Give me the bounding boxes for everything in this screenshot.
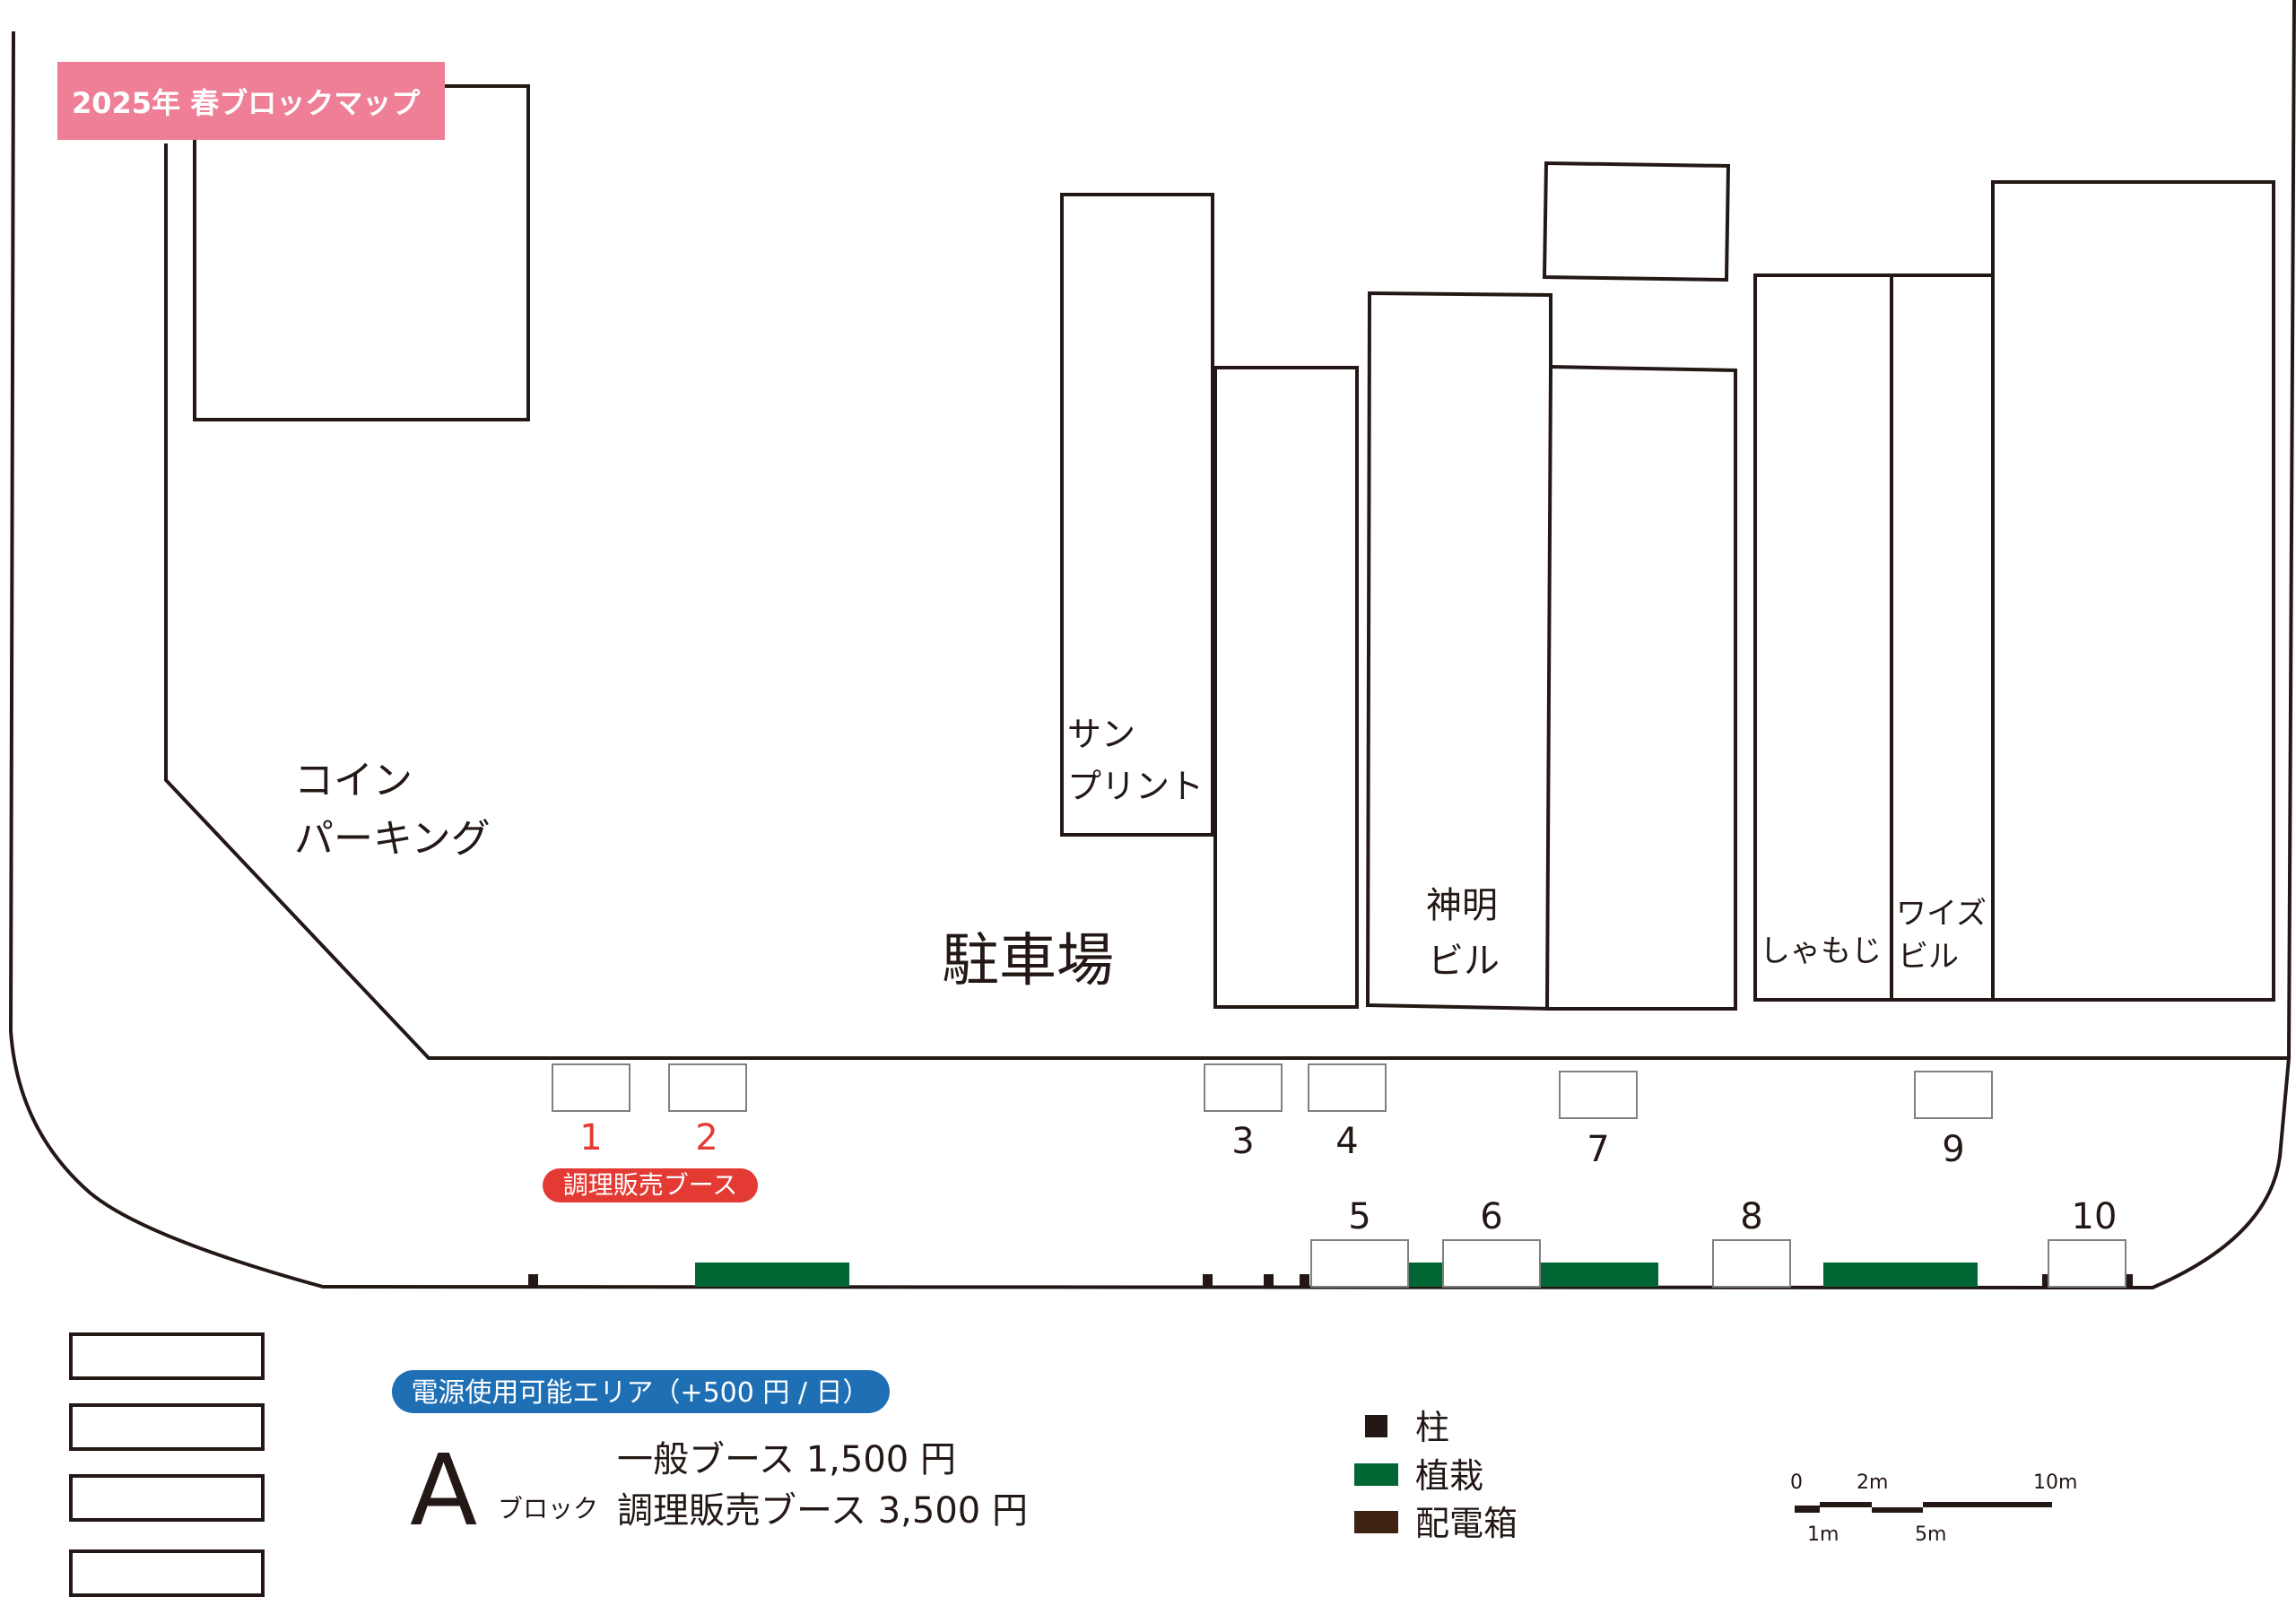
booth-5[interactable] <box>1310 1239 1409 1288</box>
shamoji-label: しゃもじ <box>1760 933 1882 969</box>
scale-label-0: 0 <box>1790 1471 1803 1494</box>
power-area-badge: 電源使用可能エリア（+500 円 / 日） <box>392 1370 890 1413</box>
booth-number-6: 6 <box>1480 1196 1502 1237</box>
booth-3[interactable] <box>1204 1063 1283 1112</box>
booth-4[interactable] <box>1308 1063 1387 1112</box>
sun-print-label-1: サン <box>1067 715 1135 754</box>
pillar-icon <box>1365 1415 1387 1437</box>
coin-parking-boundary <box>164 143 2289 1060</box>
pillar <box>2042 1274 2052 1287</box>
legend-block-boxes <box>69 1332 265 1597</box>
building-small-top <box>1542 161 1731 282</box>
cooking-booth-badge: 調理販売ブース <box>543 1168 758 1202</box>
scale-bar: 0 2m 10m 1m 5m <box>1790 1471 2077 1546</box>
planting <box>695 1263 849 1287</box>
block-box <box>69 1332 265 1380</box>
booth-number-9: 9 <box>1942 1129 1964 1170</box>
booth-number-2: 2 <box>695 1117 718 1159</box>
legend-label-pillar: 柱 <box>1415 1408 1449 1447</box>
booth-9[interactable] <box>1914 1071 1993 1119</box>
booth-number-4: 4 <box>1335 1121 1358 1162</box>
block-letter: A <box>410 1433 477 1548</box>
coin-parking-label-2: パーキング <box>294 816 491 862</box>
pillar <box>1264 1274 1274 1287</box>
building-top-left <box>193 84 530 421</box>
pillar <box>1300 1274 1309 1287</box>
booth-2[interactable] <box>668 1063 747 1112</box>
booth-number-8: 8 <box>1740 1196 1762 1237</box>
building-right <box>1991 180 2275 1002</box>
booth-8[interactable] <box>1712 1239 1791 1288</box>
booth-7[interactable] <box>1559 1071 1638 1119</box>
booths <box>552 1063 2126 1288</box>
booth-1[interactable] <box>552 1063 631 1112</box>
booth-number-1: 1 <box>579 1117 602 1159</box>
planting <box>1823 1263 1978 1287</box>
distribution-box-icon <box>1354 1511 1398 1533</box>
pillar <box>528 1274 538 1287</box>
block-box <box>69 1549 265 1597</box>
booth-number-5: 5 <box>1348 1196 1370 1237</box>
map-title: 2025年 春ブロックマップ <box>72 86 421 120</box>
building-shamoji <box>1753 273 1893 1002</box>
scale-label-1m: 1m <box>1807 1523 1839 1546</box>
block-box <box>69 1474 265 1522</box>
booth-number-3: 3 <box>1231 1121 1254 1162</box>
waizu-label-2: ビル <box>1898 939 1959 975</box>
cooking-booth-badge-label: 調理販売ブース <box>563 1170 738 1200</box>
scale-label-10m: 10m <box>2033 1471 2077 1494</box>
block-suffix: ブロック <box>498 1494 598 1523</box>
cooking-booth-price: 調理販売ブース 3,500 円 <box>617 1490 1028 1532</box>
legend-label-distribution-box: 配電箱 <box>1415 1504 1518 1543</box>
map-title-badge: 2025年 春ブロックマップ <box>57 62 445 140</box>
building-center-2 <box>1544 364 1737 1011</box>
booth-6[interactable] <box>1442 1239 1541 1288</box>
building-waizu <box>1890 273 1995 1002</box>
building-sun-print <box>1060 193 1214 837</box>
booth-number-10: 10 <box>2072 1196 2118 1237</box>
pillar <box>1203 1274 1213 1287</box>
scale-label-2m: 2m <box>1857 1471 1888 1494</box>
site-boundary <box>8 0 2296 1290</box>
shinmei-label-2: ビル <box>1428 941 1500 982</box>
coin-parking-label-1: コイン <box>294 758 413 803</box>
booth-number-7: 7 <box>1587 1129 1609 1170</box>
building-center-1 <box>1213 366 1359 1009</box>
power-area-label: 電源使用可能エリア（+500 円 / 日） <box>411 1377 869 1409</box>
planting-icon <box>1354 1463 1398 1486</box>
pillars <box>528 1274 2133 1287</box>
parking-lot-label: 駐車場 <box>942 928 1114 994</box>
pillar <box>2123 1274 2133 1287</box>
scale-label-5m: 5m <box>1915 1523 1946 1546</box>
sun-print-label-2: プリント <box>1067 767 1204 806</box>
shinmei-label-1: 神明 <box>1426 885 1498 926</box>
booth-10[interactable] <box>2048 1239 2126 1288</box>
block-box <box>69 1403 265 1451</box>
general-booth-price: 一般ブース 1,500 円 <box>617 1439 956 1480</box>
legend-label-planting: 植栽 <box>1415 1456 1483 1496</box>
legend: 柱 植栽 配電箱 <box>1354 1408 1518 1543</box>
waizu-label-1: ワイズ <box>1896 896 1987 932</box>
